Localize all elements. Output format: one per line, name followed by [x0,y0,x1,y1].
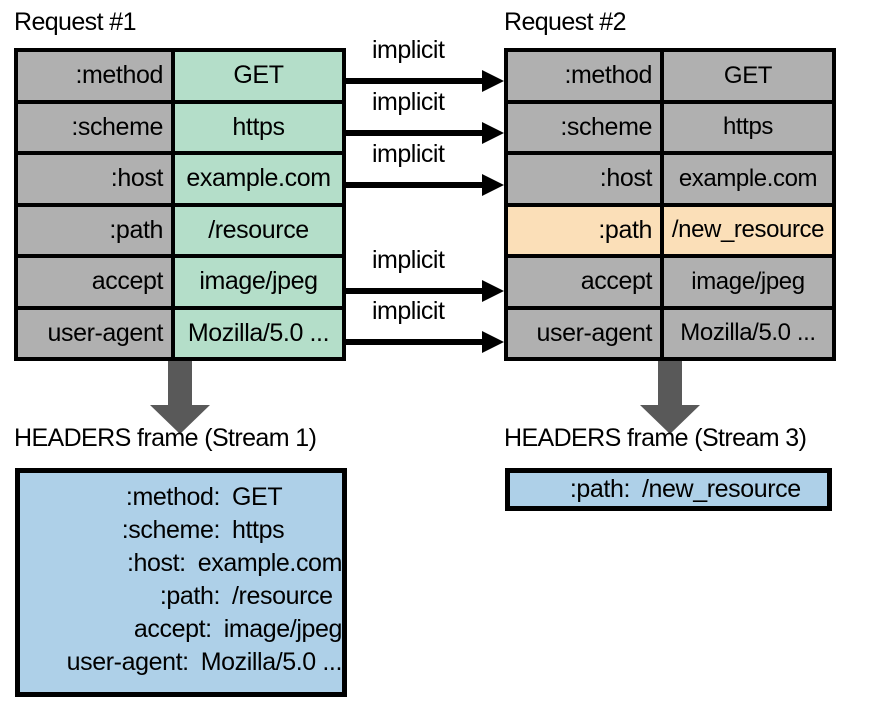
header-field-line: :scheme: https [20,514,342,547]
request-2-table: :method GET :scheme https :host example.… [504,48,836,361]
header-field-line: user-agent: Mozilla/5.0 ... [20,646,343,679]
header-name-cell: user-agent [508,309,660,357]
header-field-line: :method: GET [20,481,342,514]
header-name-cell: accept [508,258,660,306]
header-field-key: :method: [125,483,220,511]
arrow-shaft [168,361,192,406]
header-field-value: /resource [232,582,333,610]
header-field-value: https [232,516,285,544]
arrow-head-icon [482,331,504,353]
header-field-value: /new_resource [642,475,801,503]
table-row: user-agent Mozilla/5.0 ... [18,309,342,357]
header-name-cell: :scheme [508,103,660,151]
header-field-line: :path: /resource [20,580,342,613]
down-arrow-icon-left [150,361,210,434]
header-name-cell-changed: :path [508,206,660,254]
header-name-cell: :scheme [18,103,171,151]
implicit-label: implicit [372,297,445,325]
header-name-cell: :host [18,155,171,203]
implicit-label: implicit [372,140,445,168]
headers-frame-stream-1: :method: GET :scheme: https :host: examp… [15,468,347,697]
header-value-cell: example.com [175,155,342,203]
arrow-head-icon [482,122,504,144]
arrow-head-icon [640,405,700,434]
request-2-title: Request #2 [504,8,626,36]
header-field-key: :path: [159,582,221,610]
implicit-arrow-host [346,174,504,196]
header-value-cell: /resource [175,206,342,254]
table-row-changed: :path /new_resource [508,206,832,254]
implicit-arrow-method [346,70,504,92]
header-value-cell: image/jpeg [664,258,832,306]
header-value-cell: GET [664,52,832,100]
implicit-arrow-scheme [346,122,504,144]
down-arrow-icon-right [640,361,700,434]
arrow-head-icon [482,174,504,196]
header-field-value: GET [232,483,283,511]
header-field-key: :scheme: [121,516,221,544]
arrow-shaft [346,78,486,84]
headers-frame-stream-3: :path: /new_resource [505,468,832,511]
table-row: :host example.com [18,155,342,203]
table-row: :method GET [18,52,342,100]
header-field-line: accept: image/jpeg [20,613,343,646]
arrow-shaft [346,130,486,136]
request-1-table: :method GET :scheme https :host example.… [14,48,346,361]
header-name-cell: :method [18,52,171,100]
header-value-cell: Mozilla/5.0 ... [664,309,832,357]
table-row: accept image/jpeg [18,258,342,306]
arrow-head-icon [150,405,210,434]
implicit-arrow-user-agent [346,331,504,353]
arrow-shaft [346,339,486,345]
header-field-line: :path: /new_resource [510,473,827,506]
table-row: user-agent Mozilla/5.0 ... [508,309,832,357]
arrow-shaft [658,361,682,406]
table-row: :scheme https [508,103,832,151]
header-name-cell: :path [18,206,171,254]
header-name-cell: accept [18,258,171,306]
header-field-key: :path: [569,475,631,503]
frame-caption-stream-1: HEADERS frame (Stream 1) [14,424,317,452]
header-value-cell: https [175,103,342,151]
arrow-head-icon [482,280,504,302]
header-value-cell: Mozilla/5.0 ... [175,309,342,357]
table-row: accept image/jpeg [508,258,832,306]
header-field-value: image/jpeg [223,615,343,643]
table-row: :method GET [508,52,832,100]
table-row: :path /resource [18,206,342,254]
header-value-cell: https [664,103,832,151]
header-field-line: :host: example.com [20,547,342,580]
header-value-cell-changed: /new_resource [664,206,832,254]
implicit-arrow-accept [346,280,504,302]
header-value-cell: example.com [664,155,832,203]
frame-caption-stream-3: HEADERS frame (Stream 3) [504,424,807,452]
header-field-value: Mozilla/5.0 ... [200,648,343,676]
request-1-title: Request #1 [14,8,136,36]
table-row: :host example.com [508,155,832,203]
arrow-head-icon [482,70,504,92]
header-value-cell: GET [175,52,342,100]
implicit-label: implicit [372,246,445,274]
arrow-shaft [346,288,486,294]
header-field-key: :host: [126,549,186,577]
header-name-cell: :method [508,52,660,100]
header-field-key: accept: [133,615,212,643]
header-field-value: example.com [197,549,343,577]
header-name-cell: :host [508,155,660,203]
header-field-key: user-agent: [66,648,189,676]
implicit-label: implicit [372,88,445,116]
implicit-label: implicit [372,36,445,64]
arrow-shaft [346,182,486,188]
header-name-cell: user-agent [18,309,171,357]
header-value-cell: image/jpeg [175,258,342,306]
table-row: :scheme https [18,103,342,151]
